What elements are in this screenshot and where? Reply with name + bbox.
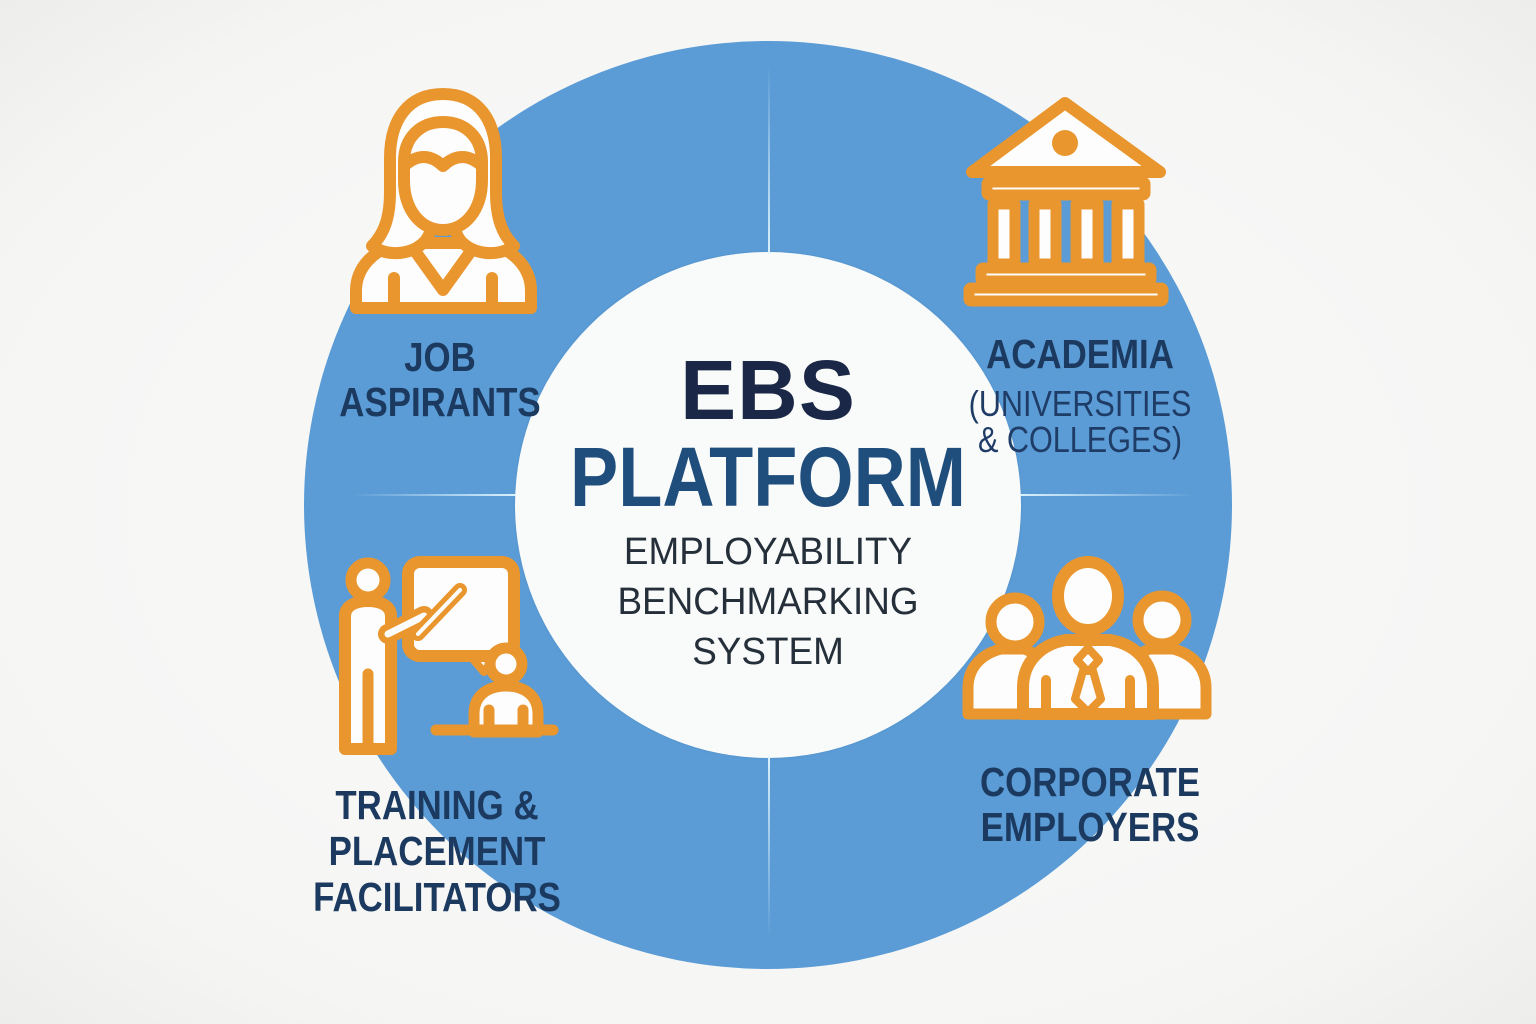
subtitle-line-1: EMPLOYABILITY	[623, 531, 913, 573]
entablature	[981, 176, 1151, 201]
employers-line: EMPLOYERS	[980, 804, 1200, 850]
tie-tail	[1071, 667, 1105, 716]
aspirants-line: ASPIRANTS	[339, 379, 541, 425]
university-building-icon	[963, 97, 1169, 307]
whiteboard	[402, 556, 520, 662]
label-corporate-employers: CORPORATE EMPLOYERS	[940, 760, 1240, 850]
title-platform: PLATFORM	[570, 430, 966, 524]
subtitle-line-2: BENCHMARKING	[617, 581, 919, 623]
woman-collar	[404, 238, 482, 296]
facilitators-line: FACILITATORS	[313, 874, 561, 920]
column-1	[987, 198, 1021, 270]
label-training-placement: TRAINING & PLACEMENT FACILITATORS	[287, 782, 587, 920]
teacher-head	[345, 557, 391, 603]
base-step-2	[963, 282, 1169, 307]
center-white-circle	[515, 252, 1021, 758]
center-title-block: EBS PLATFORM EMPLOYABILITY BENCHMARKING …	[518, 347, 1018, 677]
employee-group-icon	[962, 556, 1212, 720]
female-professional-icon	[350, 88, 537, 314]
job-line: JOB	[404, 334, 476, 380]
colleges-line: & COLLEGES)	[977, 419, 1183, 460]
center-subtitle: EMPLOYABILITY BENCHMARKING SYSTEM	[526, 527, 1011, 677]
base-step-1	[975, 262, 1157, 287]
title-ebs: EBS	[680, 343, 856, 437]
right-person-head	[1132, 590, 1192, 650]
subtitle-line-3: SYSTEM	[692, 631, 844, 673]
column-2	[1028, 198, 1062, 270]
woman-fringe	[398, 151, 488, 172]
corporate-line: CORPORATE	[979, 759, 1201, 805]
placement-line: PLACEMENT	[328, 828, 546, 874]
woman-face	[398, 116, 488, 236]
student-head	[484, 642, 528, 686]
universities-line: (UNIVERSITIES	[968, 383, 1192, 424]
left-person-head	[985, 592, 1045, 652]
training-line: TRAINING &	[335, 782, 539, 828]
pediment-dot	[1052, 130, 1078, 156]
center-person-head	[1052, 556, 1124, 636]
label-job-aspirants: JOB ASPIRANTS	[290, 335, 590, 425]
trainer-presentation-icon	[339, 556, 559, 755]
academia-sublabel: (UNIVERSITIES & COLLEGES)	[930, 386, 1230, 458]
academia-line: ACADEMIA	[986, 331, 1174, 377]
label-academia: ACADEMIA (UNIVERSITIES & COLLEGES)	[930, 332, 1230, 458]
column-3	[1070, 198, 1104, 270]
column-4	[1111, 198, 1145, 270]
